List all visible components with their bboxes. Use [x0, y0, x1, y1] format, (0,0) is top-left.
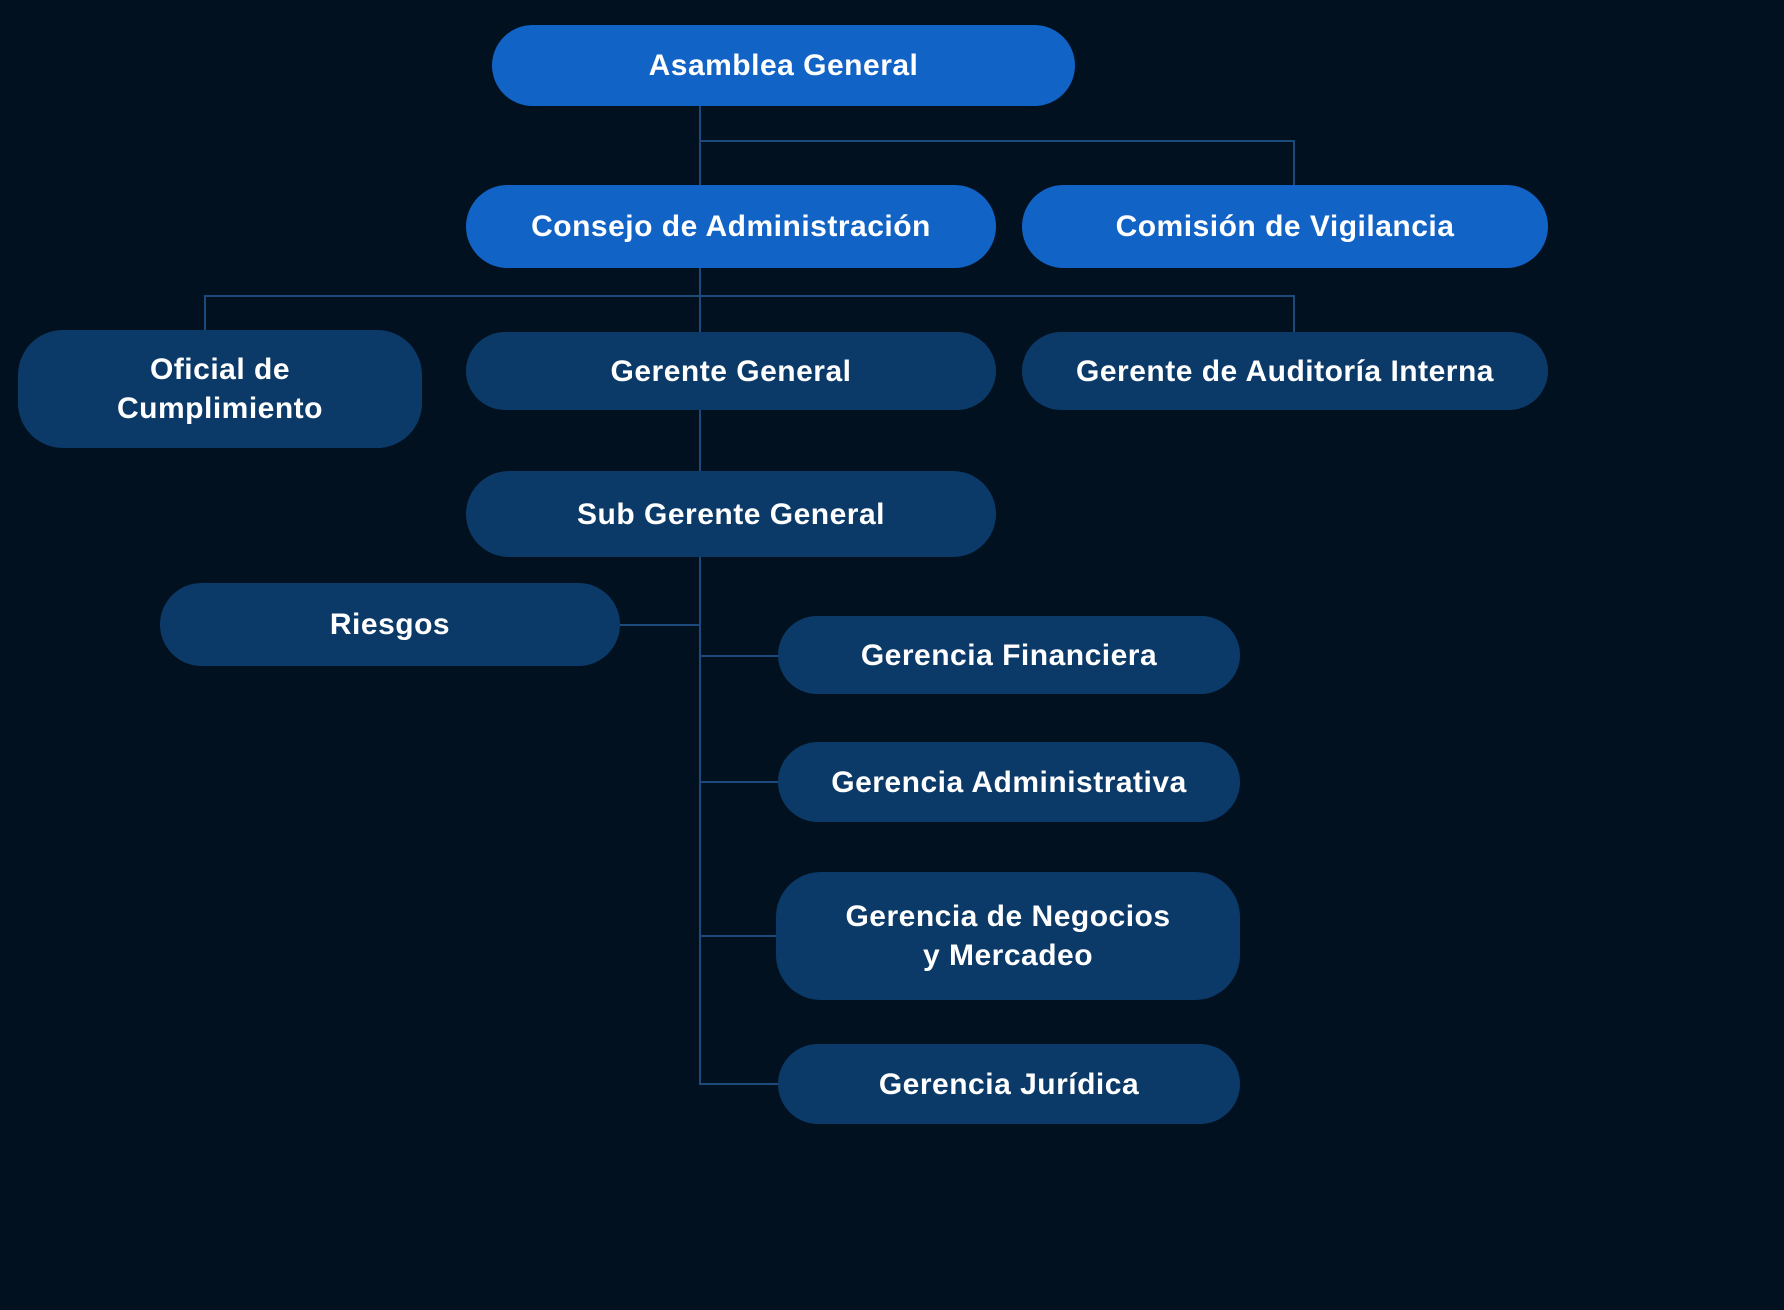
- node-gerencia-de-negocios-y-mercadeo: Gerencia de Negocios y Mercadeo: [776, 872, 1240, 1000]
- connector-consejo-down: [699, 268, 701, 332]
- node-label: Sub Gerente General: [577, 497, 885, 531]
- connector-juridica-branch: [699, 1083, 778, 1085]
- connector-financiera-branch: [699, 655, 778, 657]
- connector-gerente-subgerente: [699, 410, 701, 471]
- node-label: Gerencia de Negocios y Mercadeo: [845, 900, 1171, 972]
- node-label: Gerente de Auditoría Interna: [1076, 354, 1494, 388]
- node-riesgos: Riesgos: [160, 583, 620, 666]
- node-label: Gerencia Jurídica: [878, 1067, 1140, 1101]
- connector-level3-horizontal: [205, 295, 1295, 297]
- node-label: Gerencia Financiera: [860, 638, 1158, 672]
- connector-administrativa-branch: [699, 781, 778, 783]
- node-consejo-de-administracion: Consejo de Administración: [466, 185, 996, 268]
- node-comision-de-vigilancia: Comisión de Vigilancia: [1022, 185, 1548, 268]
- node-gerencia-financiera: Gerencia Financiera: [778, 616, 1240, 694]
- node-label: Riesgos: [329, 608, 451, 641]
- connector-subgerente-trunk: [699, 557, 701, 1084]
- node-gerencia-administrativa: Gerencia Administrativa: [778, 742, 1240, 822]
- node-label: Asamblea General: [648, 49, 919, 82]
- connector-comision-drop: [1293, 140, 1295, 185]
- connector-riesgos-branch: [620, 624, 700, 626]
- node-asamblea-general: Asamblea General: [492, 25, 1075, 106]
- node-label: Consejo de Administración: [531, 210, 931, 243]
- node-sub-gerente-general: Sub Gerente General: [466, 471, 996, 557]
- connector-level2-horizontal: [699, 140, 1295, 142]
- node-oficial-de-cumplimiento: Oficial de Cumplimiento: [18, 330, 422, 448]
- node-label: Gerente General: [610, 354, 852, 388]
- node-gerente-de-auditoria-interna: Gerente de Auditoría Interna: [1022, 332, 1548, 410]
- connector-asamblea-down: [699, 106, 701, 185]
- connector-negocios-branch: [699, 935, 776, 937]
- connector-oficial-drop: [204, 295, 206, 330]
- node-label: Gerencia Administrativa: [831, 765, 1187, 799]
- node-gerente-general: Gerente General: [466, 332, 996, 410]
- node-label: Comisión de Vigilancia: [1115, 210, 1455, 243]
- node-gerencia-juridica: Gerencia Jurídica: [778, 1044, 1240, 1124]
- connector-auditoria-drop: [1293, 295, 1295, 332]
- node-label: Oficial de Cumplimiento: [117, 353, 323, 425]
